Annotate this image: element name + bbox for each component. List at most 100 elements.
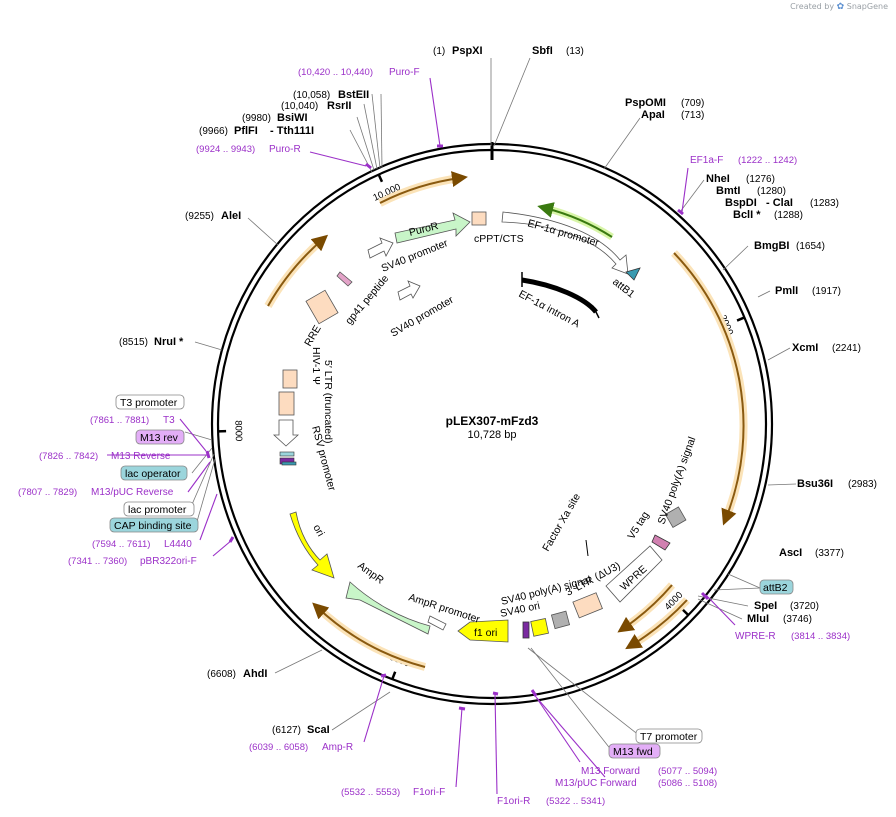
site-bsu36i[interactable]: Bsu36I (797, 478, 833, 490)
sv40-promoter-arrow-2[interactable] (397, 280, 421, 301)
feat-label-rre[interactable]: RRE (302, 323, 323, 348)
feat-label-ltr-truncated[interactable]: 5′ LTR (truncated) (322, 360, 334, 443)
site-ahdi[interactable]: AhdI (243, 668, 267, 680)
site-xcmi[interactable]: XcmI (792, 342, 818, 354)
label-lac-operator[interactable]: lac operator (125, 468, 181, 480)
feat-label-attb1[interactable]: attB1 (610, 276, 637, 301)
ltr-truncated-box[interactable] (278, 391, 295, 416)
site-spei[interactable]: SpeI (754, 600, 777, 612)
ampr-arrow[interactable] (345, 581, 431, 635)
site-pspxi[interactable]: PspXI (452, 45, 483, 57)
site-pos-pspxi: (1) (433, 46, 445, 57)
site-asci[interactable]: AscI (779, 547, 802, 559)
orf-arc-3 (312, 602, 426, 668)
primer-pbr322ori-f[interactable]: pBR322ori-F (140, 556, 197, 567)
primer-t3[interactable]: T3 (163, 415, 175, 426)
site-sbfi[interactable]: SbfI (532, 45, 553, 57)
site-nrui[interactable]: NruI * (154, 336, 184, 348)
feat-label-f1-ori[interactable]: f1 ori (474, 627, 497, 639)
primer-m13-puc-forward[interactable]: M13/pUC Forward (555, 778, 637, 789)
feat-label-hiv1-psi[interactable]: HIV-1 Ψ (310, 347, 322, 385)
primer-wpre-r[interactable]: WPRE-R (735, 631, 776, 642)
label-m13-fwd[interactable]: M13 fwd (613, 746, 653, 758)
rre-box[interactable] (305, 289, 339, 325)
primer-range-m13-forward: (5077 .. 5094) (658, 766, 717, 777)
primer-range-puro-r: (9924 .. 9943) (196, 144, 255, 155)
tick-mark (681, 608, 690, 617)
label-t7-promoter[interactable]: T7 promoter (640, 731, 698, 743)
primer-puro-f[interactable]: Puro-F (389, 67, 420, 78)
sv40-polya-box-1[interactable] (550, 610, 571, 630)
primer-ef1a-f[interactable]: EF1a-F (690, 155, 723, 166)
site-alei[interactable]: AleI (221, 210, 241, 222)
site-pos-alei: (9255) (185, 211, 214, 222)
feat-label-v5-tag[interactable]: V5 tag (625, 509, 651, 541)
site-pmli[interactable]: PmlI (775, 285, 798, 297)
site-pos-bsiwi: (9980) (242, 113, 271, 124)
v5-tag-mark[interactable] (651, 534, 671, 551)
site-apai[interactable]: ApaI (641, 109, 665, 121)
primer-m13-reverse[interactable]: M13 Reverse (111, 451, 171, 462)
feat-label-ori[interactable]: ori (310, 523, 326, 539)
rsv-promoter-arrow[interactable] (272, 419, 300, 447)
site-bsiwi[interactable]: BsiWI (277, 112, 308, 124)
feat-label-cppt-cts[interactable]: cPPT/CTS (474, 233, 524, 245)
site-pos-bspdi: (1283) (810, 198, 839, 209)
factor-xa-mark (585, 539, 589, 557)
attb1-mark[interactable] (625, 267, 641, 281)
feature-shapes (272, 211, 687, 643)
primer-l4440[interactable]: L4440 (164, 539, 192, 550)
sv40-ori-box[interactable] (530, 618, 549, 637)
label-lac-promoter[interactable]: lac promoter (128, 504, 187, 516)
site-scai[interactable]: ScaI (307, 724, 330, 736)
feat-label-sv40-promoter-2[interactable]: SV40 promoter (389, 294, 457, 340)
primer-range-puro-f: (10,420 .. 10,440) (298, 67, 373, 78)
f1-ori-arrow[interactable] (457, 619, 509, 643)
site-bmgbi[interactable]: BmgBI (754, 240, 789, 252)
primer-puro-r[interactable]: Puro-R (269, 144, 301, 155)
purор-arrow[interactable] (394, 212, 471, 244)
site-bmti[interactable]: BmtI (716, 185, 740, 197)
sv40-polya-box-2[interactable] (664, 506, 687, 528)
label-m13-rev[interactable]: M13 rev (140, 432, 179, 444)
feat-label-ampr-promoter[interactable]: AmpR promoter (407, 591, 482, 625)
ori-arrow[interactable] (289, 511, 335, 579)
gp41-peptide-mark[interactable] (336, 271, 353, 287)
orf-arc-mfzd3 (673, 252, 745, 526)
site-bcli[interactable]: BclI * (733, 209, 761, 221)
primer-f1ori-r[interactable]: F1ori-R (497, 796, 530, 807)
site-tth111i[interactable]: - Tth111I (270, 125, 314, 137)
cppt-cts-box[interactable] (471, 211, 487, 226)
orf-arc-2 (625, 599, 688, 650)
primer-amp-r[interactable]: Amp-R (322, 742, 353, 753)
ltr-du3-box[interactable] (572, 592, 603, 619)
primer-m13-puc-reverse[interactable]: M13/pUC Reverse (91, 487, 174, 498)
ef1a-promoter-arrow[interactable] (501, 211, 629, 275)
sv40-promoter-arrow-1[interactable] (367, 237, 394, 259)
ampr-promoter-arrow[interactable] (427, 615, 447, 631)
label-t3-promoter[interactable]: T3 promoter (120, 397, 178, 409)
site-bspdi[interactable]: BspDI (725, 197, 757, 209)
site-pos-xcmi: (2241) (832, 343, 861, 354)
tick-label: 8000 (232, 420, 244, 441)
hiv1-psi-box[interactable] (282, 369, 298, 389)
site-rsrii[interactable]: RsrII (327, 100, 351, 112)
label-attb2[interactable]: attB2 (763, 582, 788, 594)
sv40-ori-mark[interactable] (522, 621, 530, 639)
orf-arc-1 (617, 584, 673, 633)
label-cap-binding-site[interactable]: CAP binding site (114, 520, 192, 532)
site-bsteii[interactable]: BstEII (338, 89, 369, 101)
site-pflfi[interactable]: PflFI (234, 125, 258, 137)
site-nhei[interactable]: NheI (706, 173, 730, 185)
site-pos-asci: (3377) (815, 548, 844, 559)
site-pspomi[interactable]: PspOMI (625, 97, 666, 109)
feat-label-factor-xa[interactable]: Factor Xa site (540, 491, 583, 553)
site-clai[interactable]: - ClaI (766, 197, 793, 209)
feat-label-ampr[interactable]: AmpR (355, 560, 386, 587)
site-mlui[interactable]: MluI (747, 613, 769, 625)
wpre-arrow[interactable] (605, 545, 663, 603)
primer-m13-forward[interactable]: M13 Forward (581, 766, 640, 777)
ef1a-intron-a-bar[interactable] (521, 277, 598, 314)
primer-f1ori-f[interactable]: F1ori-F (413, 787, 445, 798)
site-pos-nhei: (1276) (746, 174, 775, 185)
